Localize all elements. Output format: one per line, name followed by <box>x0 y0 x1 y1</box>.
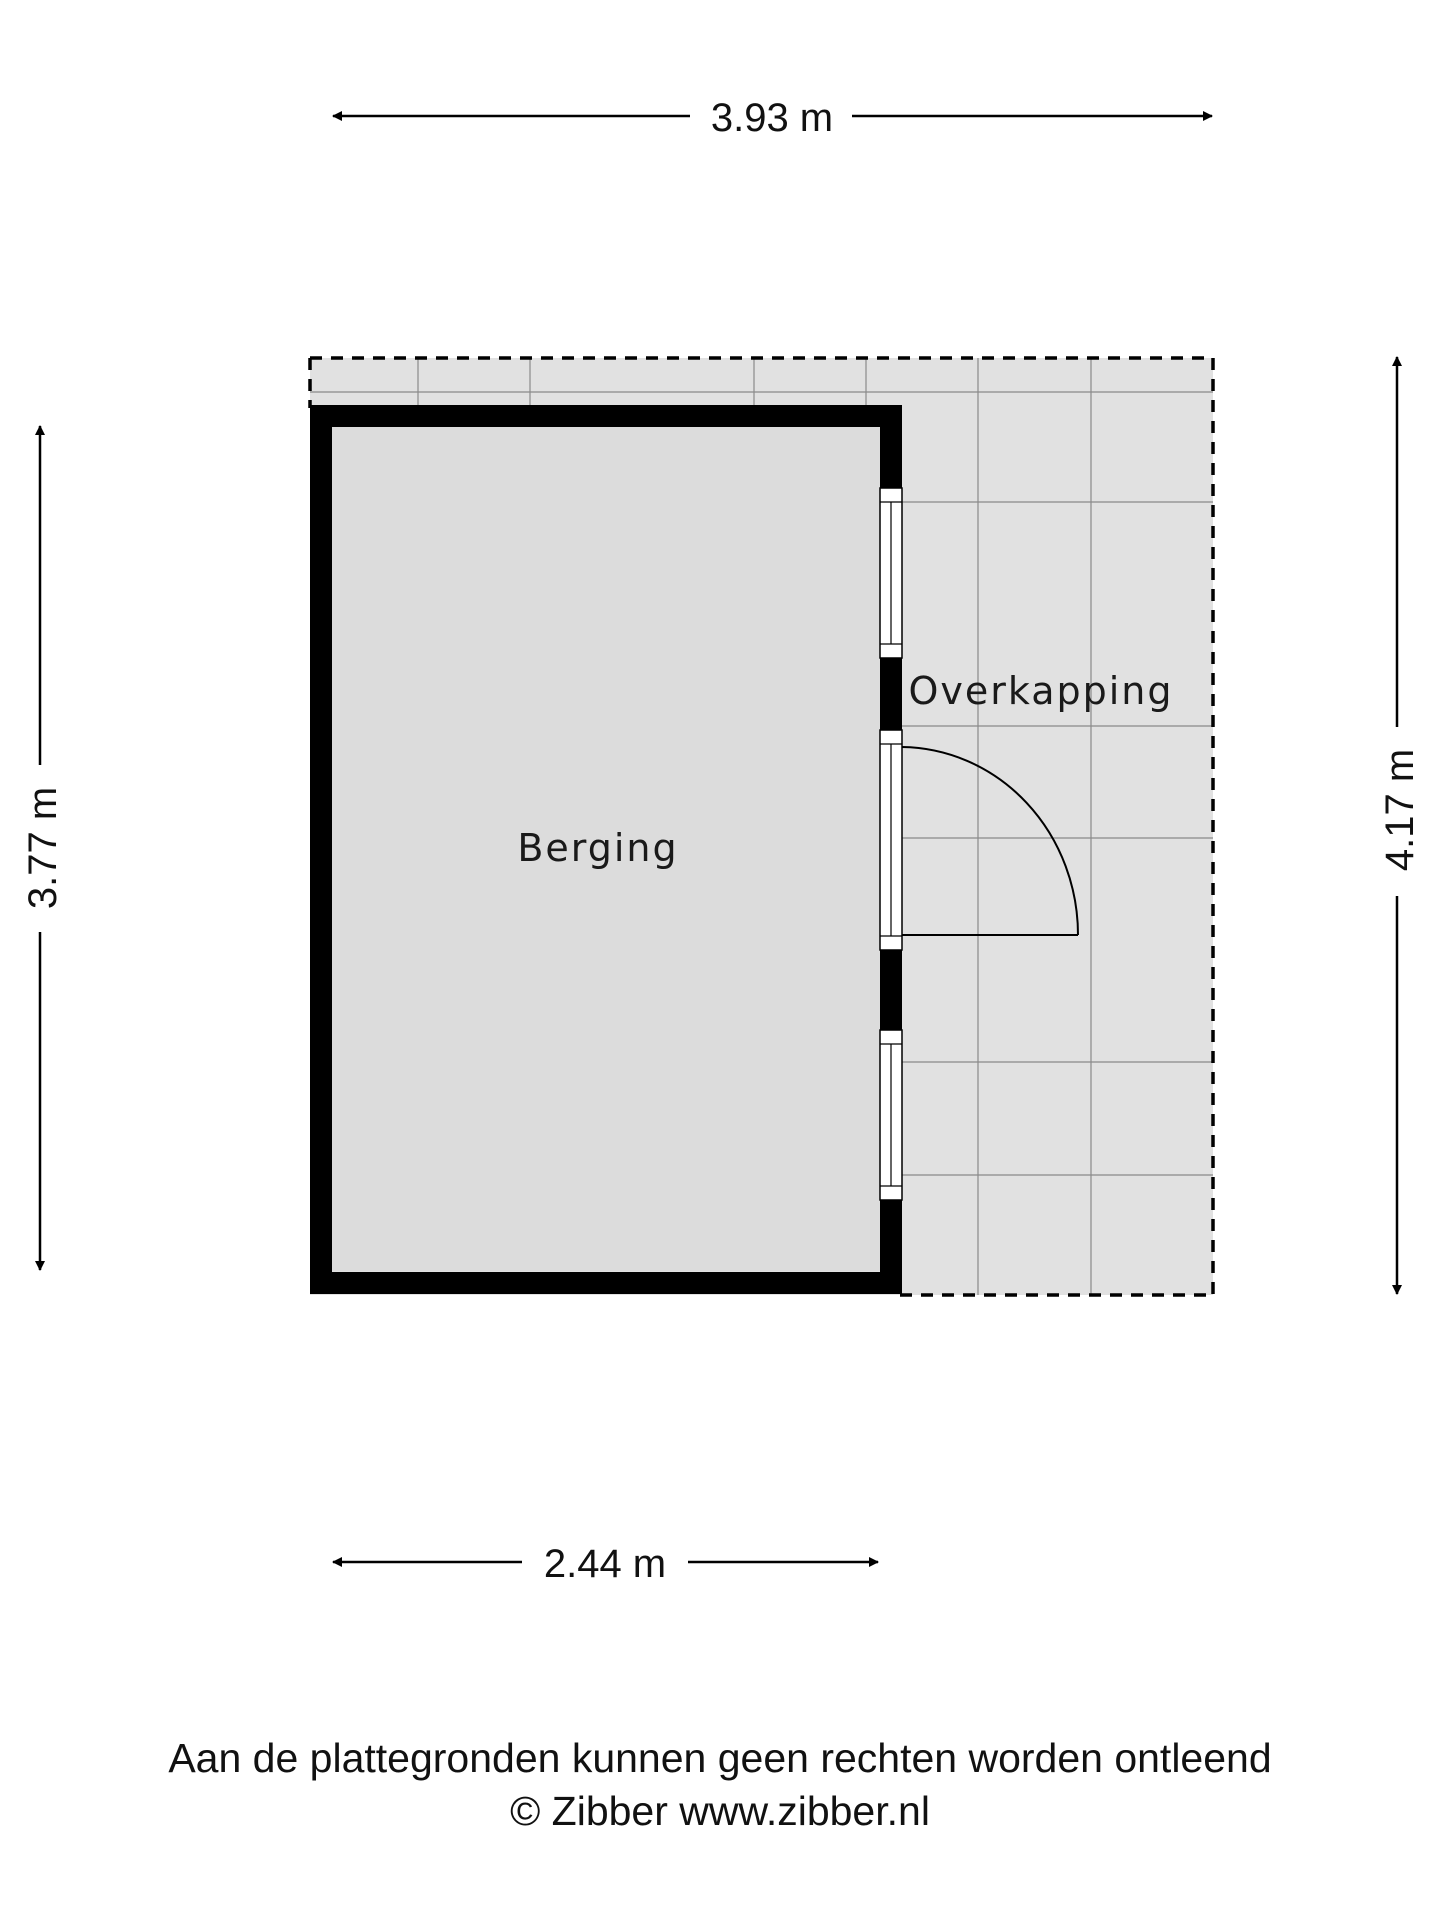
room-label-storage: Berging <box>517 826 678 870</box>
storage-room <box>310 405 1079 1294</box>
disclaimer-text: Aan de plattegronden kunnen geen rechten… <box>168 1735 1272 1781</box>
door-swing-arc <box>901 746 1079 936</box>
dimension-right: 4.17 m <box>1378 356 1422 1295</box>
dimension-bottom: 2.44 m <box>332 1542 879 1586</box>
dimension-bottom-label: 2.44 m <box>544 1542 666 1586</box>
dimension-right-label: 4.17 m <box>1378 749 1422 871</box>
tile-grid <box>310 358 1213 1295</box>
copyright-text: © Zibber www.zibber.nl <box>510 1788 930 1834</box>
door <box>879 729 1079 951</box>
dimension-top-label: 3.93 m <box>711 96 833 140</box>
dimension-top: 3.93 m <box>332 96 1213 140</box>
dimension-left: 3.77 m <box>21 425 65 1271</box>
window-top <box>879 487 903 659</box>
window-bottom <box>879 1029 903 1201</box>
dimension-left-label: 3.77 m <box>21 787 65 909</box>
room-label-canopy: Overkapping <box>908 669 1173 713</box>
walls <box>310 405 902 1294</box>
canopy-outline <box>308 356 1215 1297</box>
